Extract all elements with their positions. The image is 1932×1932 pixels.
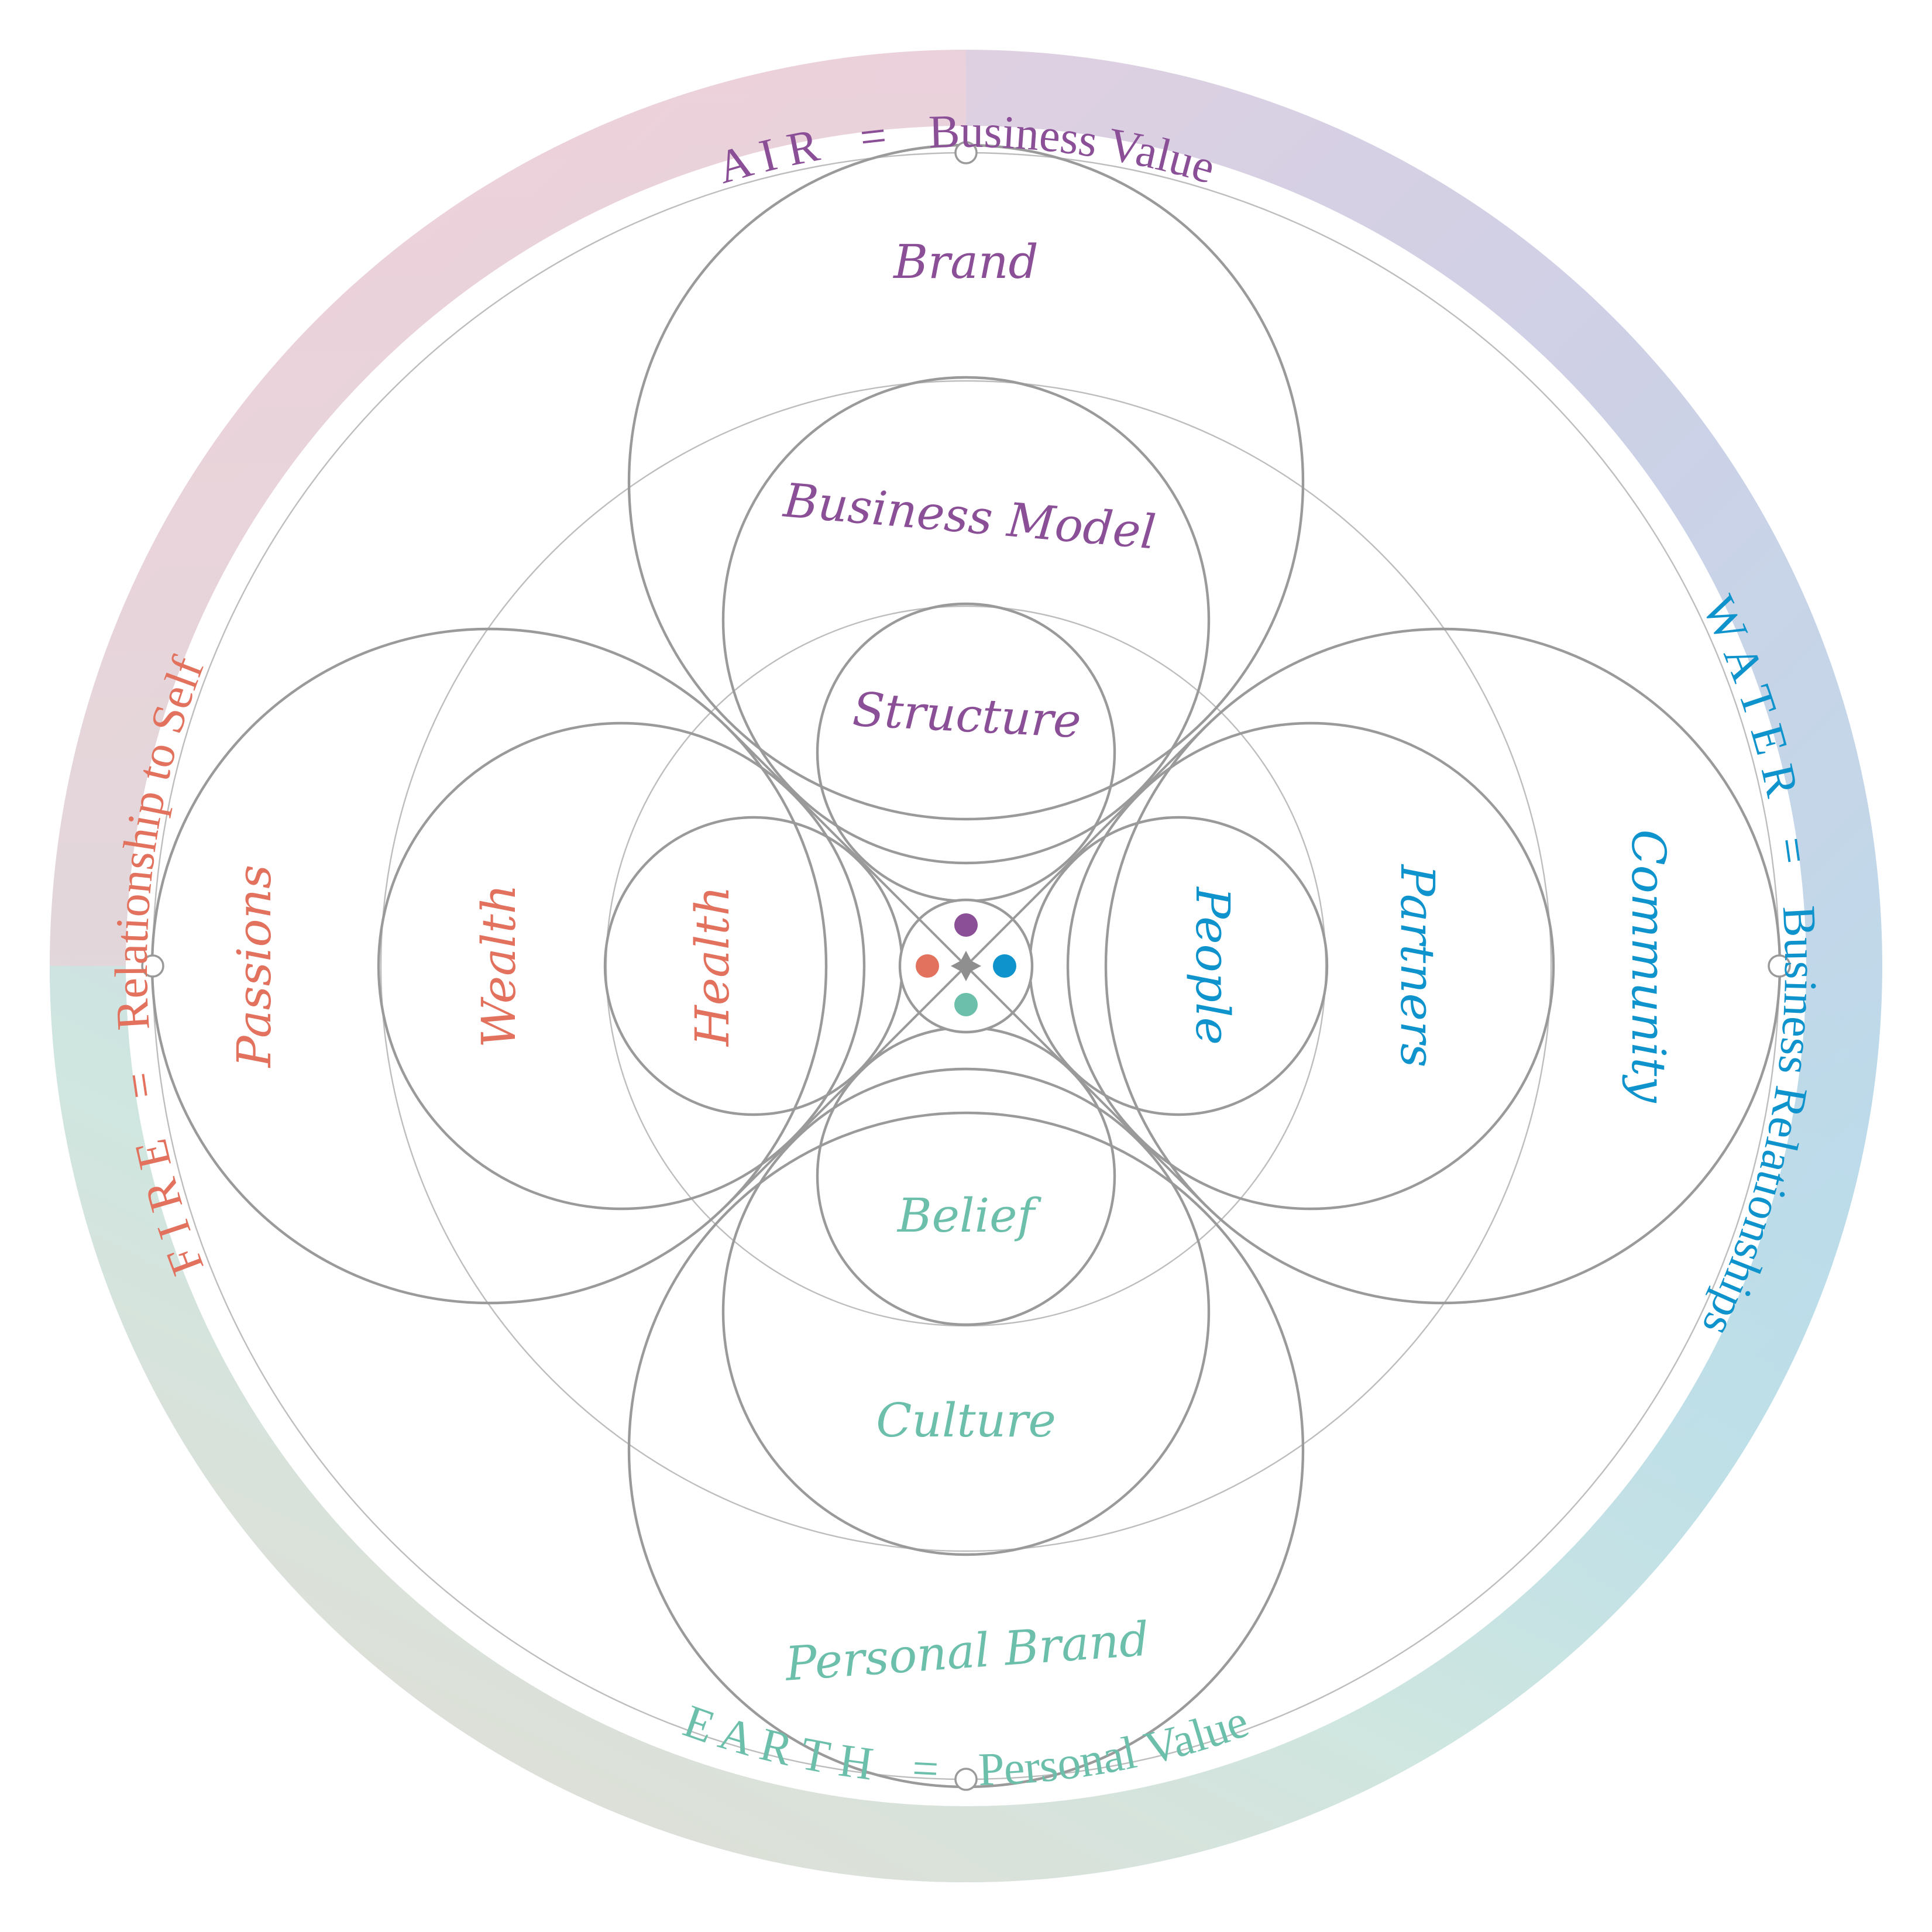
- compass-markers: [141, 141, 1791, 1791]
- water-quadrant-labels: Community Partners People: [1185, 829, 1676, 1103]
- label-passions: Passions: [227, 865, 281, 1068]
- label-belief: Belief: [896, 1188, 1042, 1243]
- air-dot: [954, 913, 978, 937]
- label-people: People: [1185, 886, 1240, 1045]
- earth-dot: [954, 993, 978, 1016]
- label-brand: Brand: [892, 235, 1038, 289]
- air-equals: =: [857, 110, 889, 164]
- label-partners: Partners: [1390, 864, 1445, 1067]
- label-health: Health: [685, 886, 740, 1047]
- fire-dot: [916, 954, 939, 978]
- label-culture: Culture: [876, 1393, 1056, 1448]
- middle-guide-circle: [380, 380, 1552, 1552]
- label-community: Community: [1621, 829, 1676, 1103]
- water-dot: [993, 954, 1016, 978]
- center-hub: [898, 898, 1034, 1034]
- fire-quadrant-labels: Passions Wealth Health: [227, 865, 740, 1068]
- label-structure: Structure: [851, 682, 1082, 748]
- label-wealth: Wealth: [472, 884, 526, 1048]
- earth-equals: =: [911, 1742, 940, 1795]
